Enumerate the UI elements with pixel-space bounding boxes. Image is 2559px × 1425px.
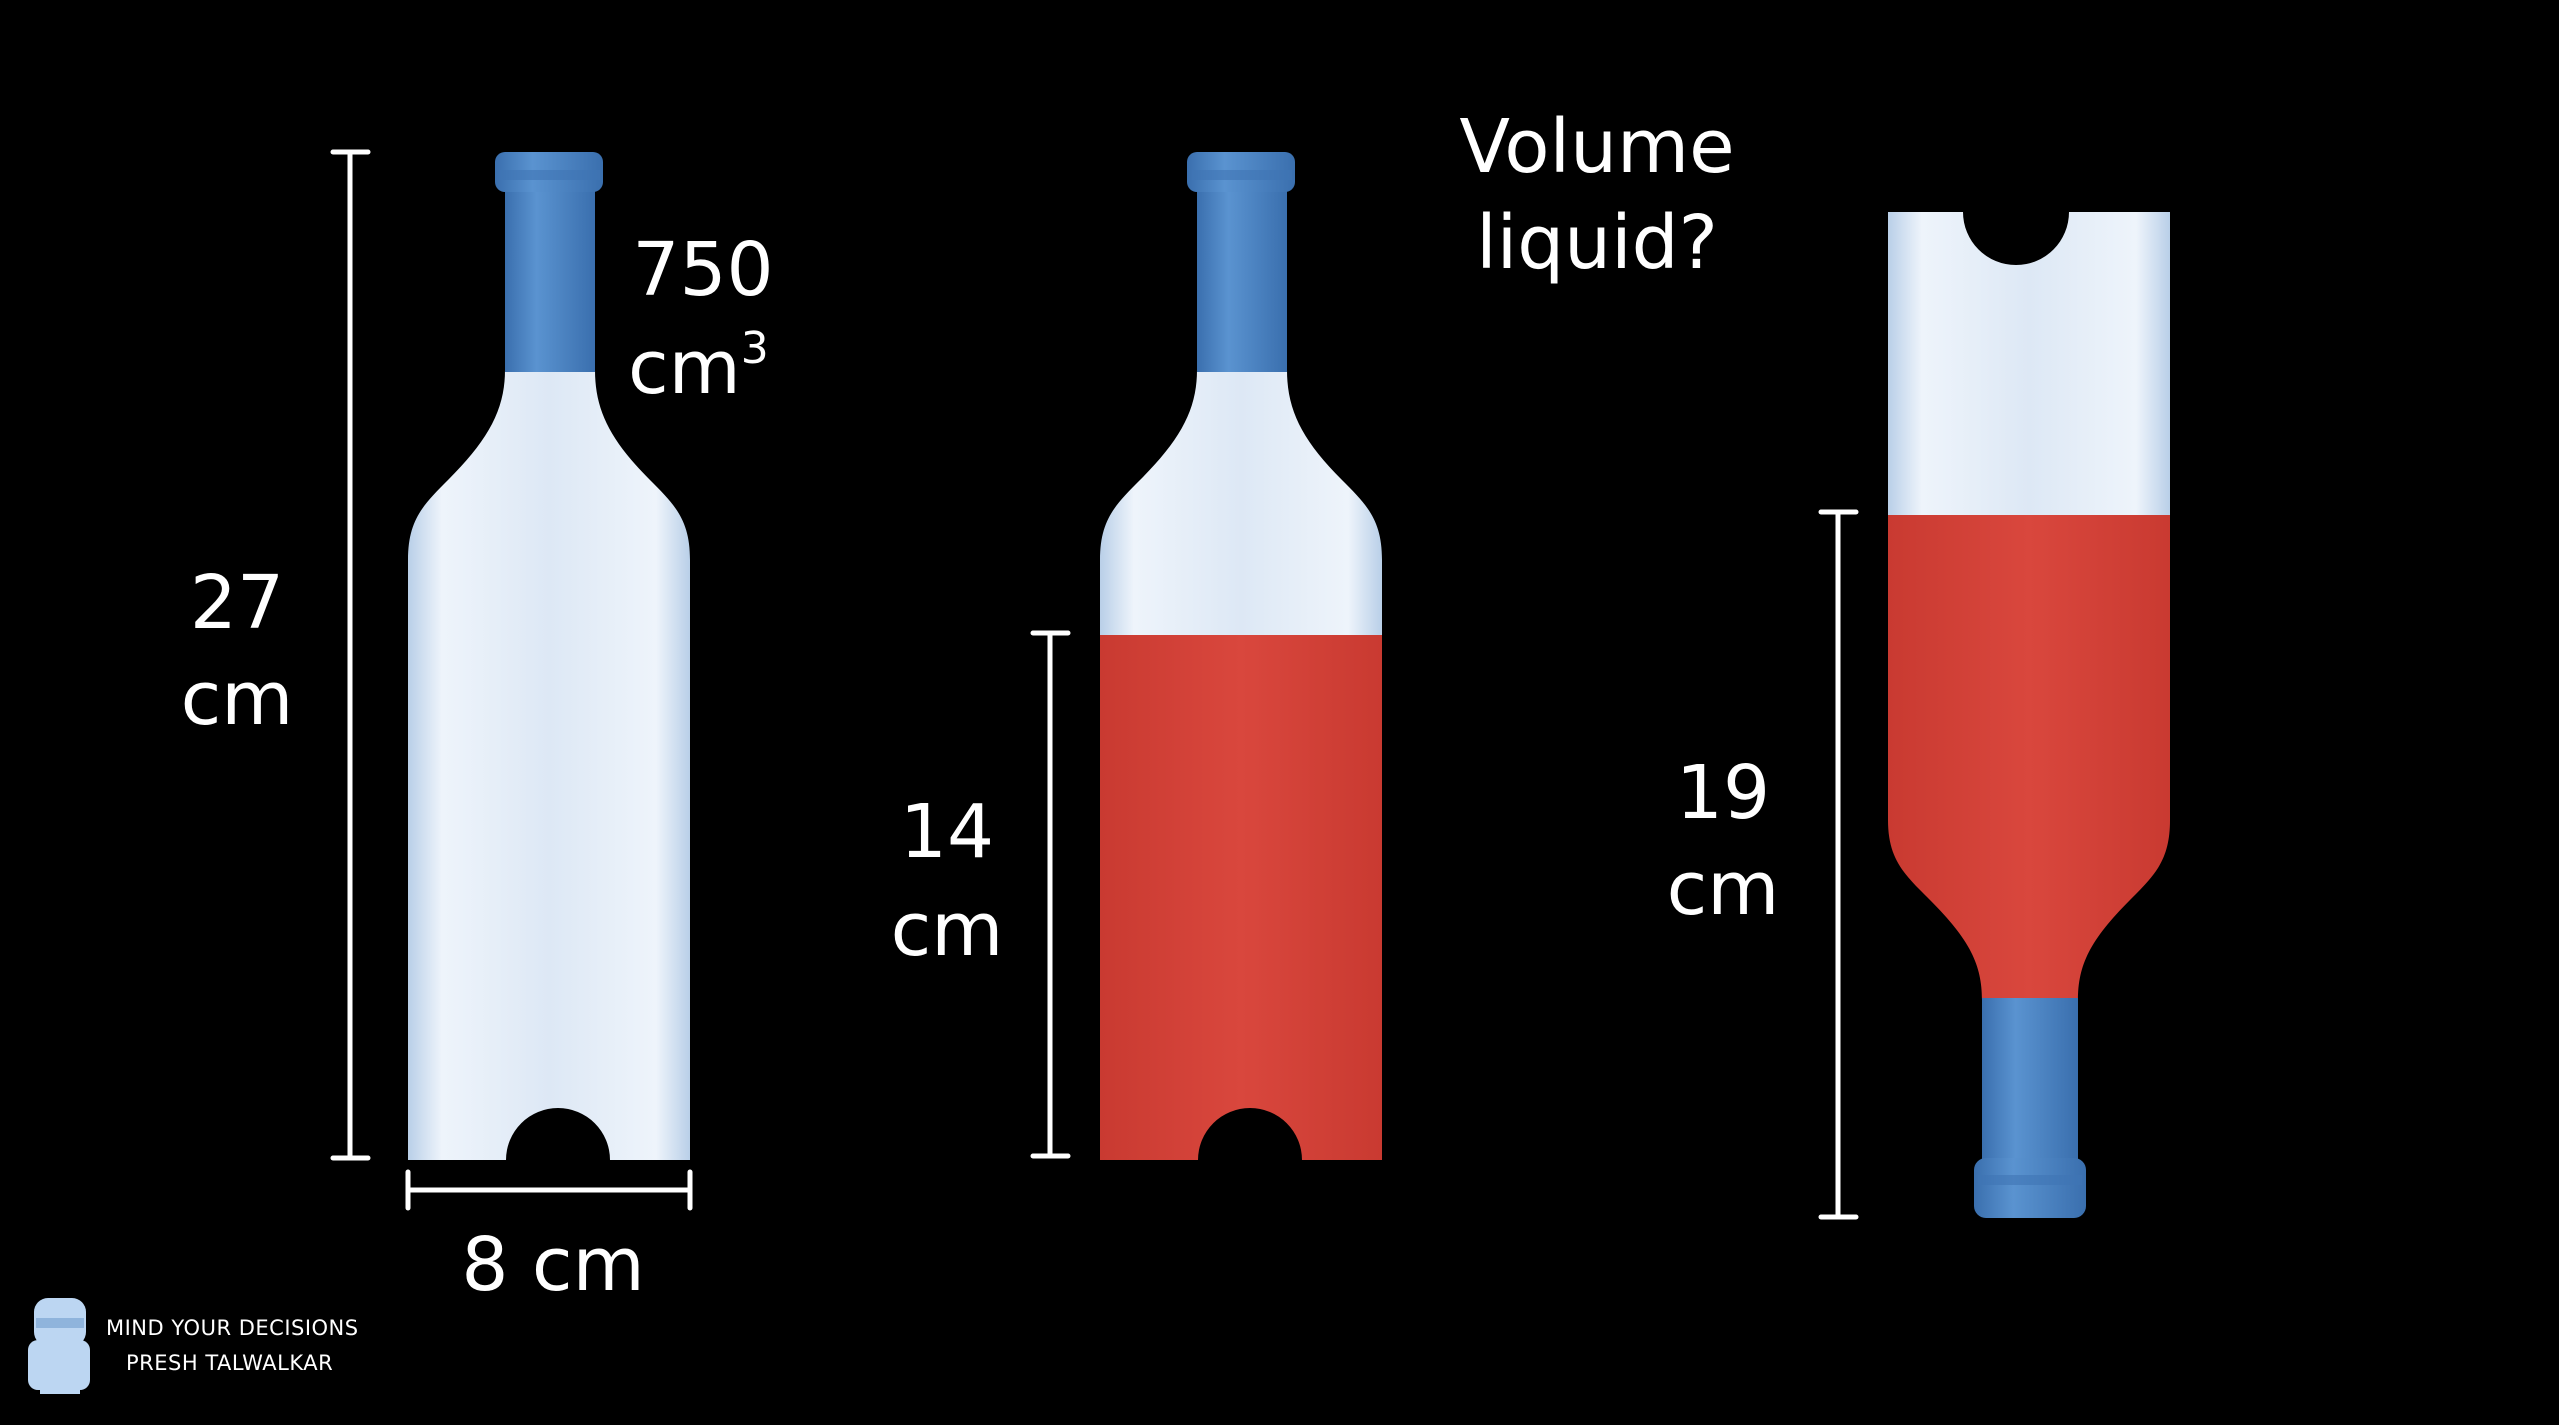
- bottle-inverted: [1888, 212, 2170, 1218]
- bottle-inverted-glass-top: [1888, 212, 2170, 515]
- bottle-inverted-liquid: [1888, 515, 2170, 1000]
- bottle-upright-neck: [1197, 190, 1287, 372]
- watermark-line1: MIND YOUR DECISIONS: [106, 1316, 359, 1340]
- bottle-inverted-neck: [1982, 998, 2078, 1160]
- watermark-line2: PRESH TALWALKAR: [126, 1351, 333, 1375]
- inverted-height-unit: cm: [1667, 846, 1780, 932]
- volume-unit-base: cm: [628, 325, 741, 411]
- bottle-upright-glass-top: [1100, 370, 1382, 635]
- bottle-inverted-cap: [1974, 1158, 2086, 1218]
- watermark: MIND YOUR DECISIONS PRESH TALWALKAR: [28, 1298, 359, 1394]
- bottle-upright: [1100, 152, 1382, 1160]
- bottle-full-neck: [505, 190, 595, 372]
- volume-unit: cm3: [628, 323, 769, 411]
- question-line2: liquid?: [1476, 200, 1718, 286]
- height-dimension-full: [330, 149, 371, 1161]
- bottle-full-glass-body: [408, 370, 690, 1160]
- width-label: 8 cm: [461, 1222, 644, 1308]
- liquid-height-dimension: [1030, 630, 1071, 1159]
- height-value-full: 27: [190, 560, 284, 646]
- person-logo-icon: [28, 1298, 90, 1394]
- bottle-full: [408, 152, 690, 1160]
- inverted-height-dimension: [1818, 509, 1859, 1220]
- question-line1: Volume: [1459, 104, 1734, 190]
- liquid-height-value: 14: [900, 789, 994, 875]
- height-unit-full: cm: [181, 656, 294, 742]
- liquid-height-unit: cm: [891, 887, 1004, 973]
- inverted-height-value: 19: [1676, 750, 1770, 836]
- volume-exponent: 3: [741, 323, 769, 374]
- width-dimension: [405, 1169, 693, 1211]
- bottle-upright-liquid: [1100, 635, 1382, 1160]
- volume-value: 750: [632, 227, 773, 313]
